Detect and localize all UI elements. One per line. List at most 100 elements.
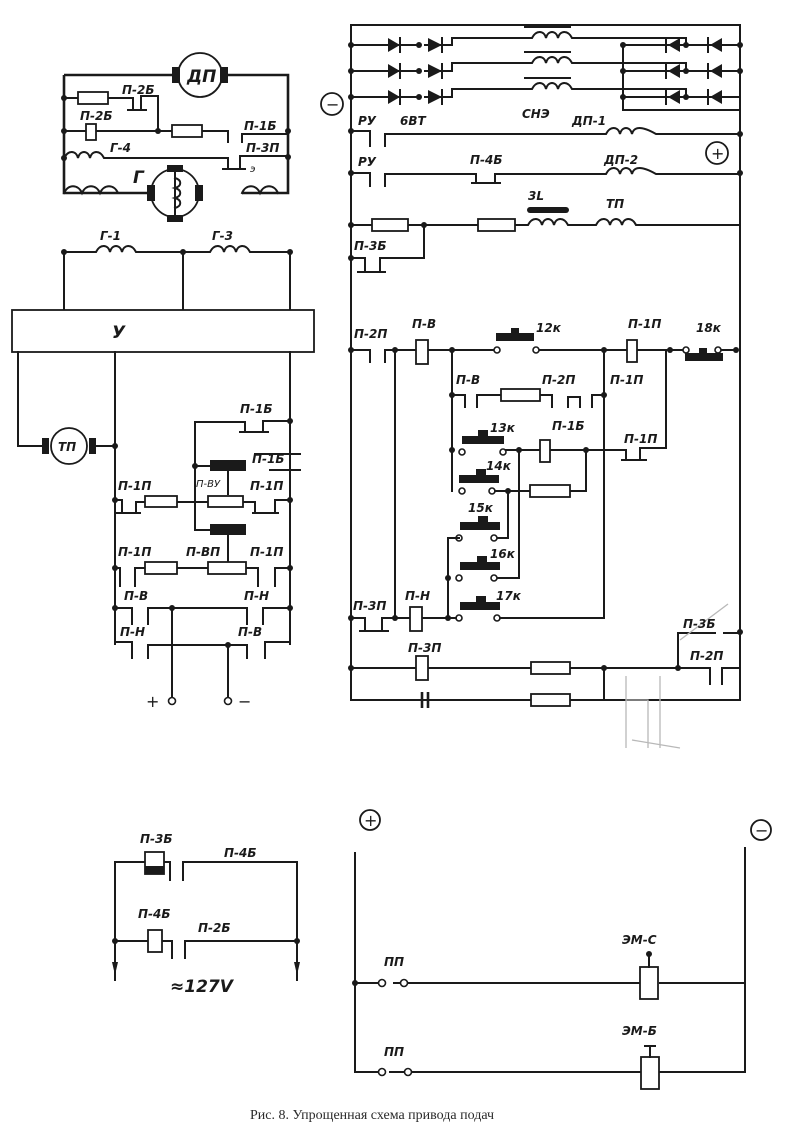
label-p1p-c: П-1П [118,545,151,559]
label-p1p-d: П-1П [250,545,283,559]
label-p3p-contact: П-3П [353,599,386,613]
label-127v: ≈127V [170,977,235,997]
diode-row-3 [388,89,722,105]
label-p1p-coil: П-1П [628,317,661,331]
switch-pp-2-contact-b[interactable] [403,1067,413,1077]
clutch-minus-symbol [750,819,772,841]
clutch-em-s [639,966,659,1000]
label-g1: Г-1 [100,229,121,243]
coil-pn [409,606,423,632]
label-pn-a: П-Н [244,589,269,603]
label-ru-2: РУ [358,155,377,169]
ac-terminal-left [112,962,118,975]
label-pn-b: П-Н [120,625,145,639]
switch-pp-1-contact-b[interactable] [399,978,409,988]
label-g4: Г-4 [110,141,131,155]
relay-logic: П-2П П-В 12к П-1П 18к П-В П-2П П-1П 13к … [348,317,743,749]
dc-plus-symbol [705,141,729,165]
terminal-plus[interactable] [167,696,177,706]
potentiometer-knob-vp[interactable] [210,524,246,535]
button-12k[interactable] [496,333,534,341]
button-18k[interactable] [685,353,723,361]
button-15k[interactable] [460,522,500,530]
label-p2b-coil: П-2Б [80,109,113,123]
coil-p4b [147,929,163,953]
label-p1p-contact-2: П-1П [624,432,657,446]
label-e: э [250,164,256,175]
coil-p1p [626,339,638,363]
coil-p3p [415,655,429,681]
diode-row-1 [388,37,722,53]
label-14k: 14к [486,459,512,473]
label-dp2: ДП-2 [603,153,638,167]
label-p3p-coil: П-3П [408,641,441,655]
label-u: У [112,323,126,343]
field-windings: Г-1 Г-3 [61,229,293,311]
label-p1p-a: П-1П [118,479,151,493]
label-g3: Г-3 [212,229,233,243]
label-p1b-coil: П-1Б [552,419,585,433]
label-p1b: П-1Б [244,119,277,133]
label-pp-1: ПП [384,955,404,969]
label-15k: 15к [468,501,494,515]
motor-generator-circuit: ДП П-2Б П-2Б П-1Б Г-4 П-3П э Г [61,52,291,222]
button-13k[interactable] [462,436,504,444]
label-pvp: П-ВП [186,545,220,559]
clutch-circuit: + − ПП ЭМ-С ПП ЭМ-Б [352,809,772,1090]
label-p3b-crossed: П-3Б [683,617,716,631]
label-p1b-top: П-1Б [240,402,273,416]
clutch-plus-symbol [359,809,381,831]
label-pp-2: ПП [384,1045,404,1059]
label-pv-b: П-В [238,625,262,639]
label-17k: 17к [496,589,522,603]
label-ac-p4b-contact: П-4Б [224,846,257,860]
label-p3b: П-3Б [354,239,387,253]
label-18k: 18к [696,321,722,335]
amplifier-u: У [11,309,315,353]
label-pvu: П-ВУ [196,479,221,490]
label-tp-winding: ТП [606,197,624,211]
label-sne: СНЭ [522,107,550,121]
dc-minus-symbol [320,92,344,116]
power-circuit: СНЭ − РУ 6ВТ ДП-1 + РУ П-4Б ДП-2 3L ТП [320,24,743,701]
label-dc-minus: − [326,95,339,114]
label-p1p-contact: П-1П [610,373,643,387]
label-ru-1: РУ [358,114,377,128]
rectifier-bridge: СНЭ [348,26,743,121]
switch-pp-2-contact-a[interactable] [377,1067,387,1077]
label-dp1: ДП-1 [571,114,606,128]
diode-row-2 [388,63,722,79]
label-12k: 12к [536,321,562,335]
switch-pp-1-contact-a[interactable] [377,978,387,988]
potentiometer-knob-vu[interactable] [210,460,246,471]
label-dp: ДП [186,67,216,87]
label-terminal-plus: + [146,692,159,711]
label-p2p-b: П-2П [690,649,723,663]
button-14k[interactable] [459,475,499,483]
clutch-em-b [640,1056,660,1090]
label-p4b: П-4Б [470,153,503,167]
label-3l: 3L [528,189,544,203]
label-6vt: 6ВТ [400,114,426,128]
button-17k[interactable] [460,602,500,610]
figure-caption: Рис. 8. Упрощенная схема привода подач [250,1108,495,1123]
label-em-b: ЭМ-Б [622,1024,657,1038]
coil-p1b [539,439,551,463]
label-terminal-minus: − [238,692,251,711]
label-ac-p4b-coil: П-4Б [138,907,171,921]
ac-circuit: П-3Б П-4Б П-4Б П-2Б ≈127V [112,832,300,997]
terminal-minus[interactable] [223,696,233,706]
label-p2p-a: П-2П [354,327,387,341]
label-tp: ТП [58,440,76,454]
label-p1b-mid: П-1Б [252,452,285,466]
label-pv-coil: П-В [412,317,436,331]
label-16k: 16к [490,547,516,561]
label-clutch-plus: + [364,811,377,830]
label-p2p-contact: П-2П [542,373,575,387]
label-dc-plus: + [711,144,724,163]
label-g: Г [133,168,145,188]
label-13k: 13к [490,421,516,435]
label-pv-a: П-В [124,589,148,603]
button-16k[interactable] [460,562,500,570]
